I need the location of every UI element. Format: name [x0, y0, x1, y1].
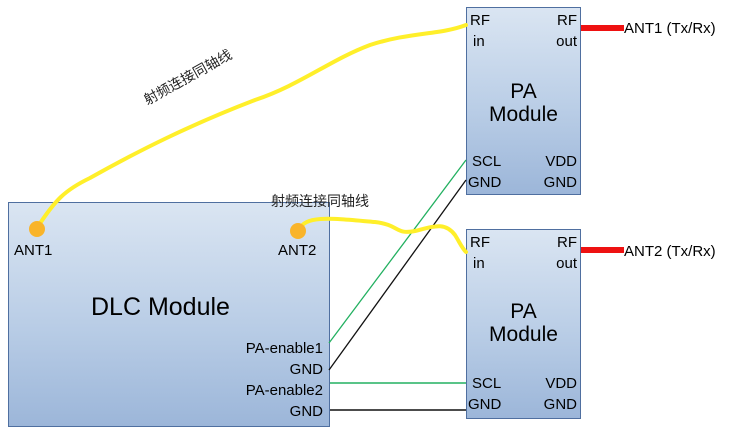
pa2-rf-in-label-line1: RF — [470, 234, 490, 251]
dlc-port-gnd2-label: GND — [289, 403, 323, 420]
ant1-port-dot — [29, 221, 45, 237]
pa1-rf-out-label-line2: out — [556, 33, 577, 50]
pa1-gnd-right-label: GND — [543, 174, 577, 191]
pa1-gnd-left-label: GND — [468, 174, 502, 191]
pa1-rf-in-label-line2: in — [473, 33, 485, 50]
pa2-title-line2: Module — [489, 323, 558, 346]
dlc-module — [8, 202, 330, 427]
pa1-antenna-label: ANT1 (Tx/Rx) — [624, 20, 716, 37]
pa1-rf-out-label-line1: RF — [557, 12, 577, 29]
pa1-title-line2: Module — [489, 103, 558, 126]
pa-module-1 — [466, 7, 581, 195]
dlc-module-title: DLC Module — [91, 293, 230, 321]
pa2-title-line1: PA — [510, 300, 537, 323]
gnd1-line — [328, 179, 467, 371]
pa2-gnd-left-label: GND — [468, 396, 502, 413]
pa2-antenna-label: ANT2 (Tx/Rx) — [624, 243, 716, 260]
dlc-port-pa-enable2-label: PA-enable2 — [245, 382, 323, 399]
pa2-rf-out-label-line2: out — [556, 255, 577, 272]
dlc-port-ant2-label: ANT2 — [278, 242, 317, 259]
dlc-port-gnd1-label: GND — [289, 361, 323, 378]
pa2-rf-in-label-line2: in — [473, 255, 485, 272]
dlc-port-pa-enable1-label: PA-enable1 — [245, 340, 323, 357]
pa2-rf-out-label-line1: RF — [557, 234, 577, 251]
coax-cable-1 — [35, 23, 468, 230]
dlc-port-ant1-label: ANT1 — [14, 242, 53, 259]
pa1-rf-in-label-line1: RF — [470, 12, 490, 29]
pa1-vdd-label: VDD — [545, 153, 577, 170]
coax-cable-2 — [297, 216, 468, 254]
pa1-scl-label: SCL — [472, 153, 502, 170]
pa-enable1-line — [328, 159, 467, 344]
pa2-vdd-label: VDD — [545, 375, 577, 392]
pa1-title-line1: PA — [510, 80, 537, 103]
pa-module-2 — [466, 229, 581, 419]
pa2-scl-label: SCL — [472, 375, 502, 392]
ant2-port-dot — [290, 223, 306, 239]
pa2-gnd-right-label: GND — [543, 396, 577, 413]
coax-cable-2-label: 射频连接同轴线 — [271, 194, 369, 210]
